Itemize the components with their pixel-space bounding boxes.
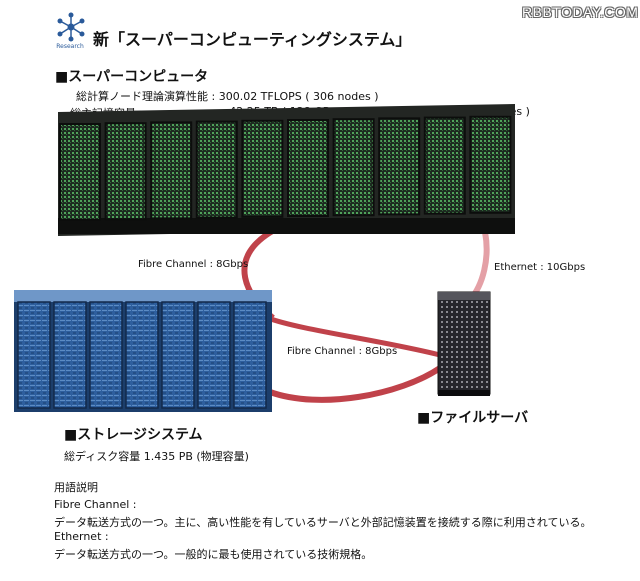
glossary-eth-term: Ethernet : xyxy=(54,530,109,543)
storage-cabinet xyxy=(17,301,51,409)
supercomputer-rack xyxy=(59,123,101,221)
watermark: RBBTODAY.COM xyxy=(522,4,639,20)
supercomputer-rack xyxy=(150,121,193,220)
fibre-channel-label-lower: Fibre Channel : 8Gbps xyxy=(287,346,398,357)
supercomputer-rack xyxy=(195,120,238,219)
supercomputer-rack xyxy=(241,119,284,218)
file-server xyxy=(437,291,491,396)
supercomputer-rack xyxy=(104,122,147,221)
ethernet-label: Ethernet : 10Gbps xyxy=(494,262,586,273)
fibre-channel-link-arc xyxy=(267,315,441,358)
fibre-channel-link-lower xyxy=(268,365,442,403)
storage-cabinet xyxy=(53,301,87,409)
glossary-fc-term: Fibre Channel : xyxy=(54,498,137,511)
glossary-heading: 用語説明 xyxy=(54,481,98,494)
ethernet-link xyxy=(467,231,490,302)
supercomputer-title: ■スーパーコンピュータ xyxy=(55,69,209,85)
storage-cabinet xyxy=(233,301,267,409)
fibre-channel-label-upper: Fibre Channel : 8Gbps xyxy=(138,259,249,270)
storage-cabinet xyxy=(89,301,123,409)
storage-title: ■ストレージシステム xyxy=(64,427,203,443)
glossary-eth-desc: データ転送方式の一つ。一般的に最も使用されている技術規格。 xyxy=(54,548,373,561)
supercomputer-rack xyxy=(423,116,466,215)
storage-cabinet xyxy=(197,301,231,409)
supercomputer-rack xyxy=(469,115,512,214)
storage-capacity: 総ディスク容量 1.435 PB (物理容量) xyxy=(64,450,249,463)
glossary-fc-desc: データ転送方式の一つ。主に、高い性能を有しているサーバと外部記憶装置を接続する際… xyxy=(54,516,592,529)
supercomputer-rack xyxy=(287,119,329,217)
page-title: 新「スーパーコンピューティングシステム」 xyxy=(93,30,412,49)
storage-cabinet xyxy=(125,301,159,409)
storage-cabinet xyxy=(161,301,195,409)
logo-text: Research xyxy=(56,43,84,50)
supercomputer-rack xyxy=(378,117,421,216)
supercomputer-rack xyxy=(332,118,375,217)
perf-line: 総計算ノード理論演算性能 : 300.02 TFLOPS ( 306 nodes… xyxy=(76,90,379,103)
file-server-title: ■ファイルサーバ xyxy=(417,410,529,426)
research-logo-icon xyxy=(57,12,85,42)
